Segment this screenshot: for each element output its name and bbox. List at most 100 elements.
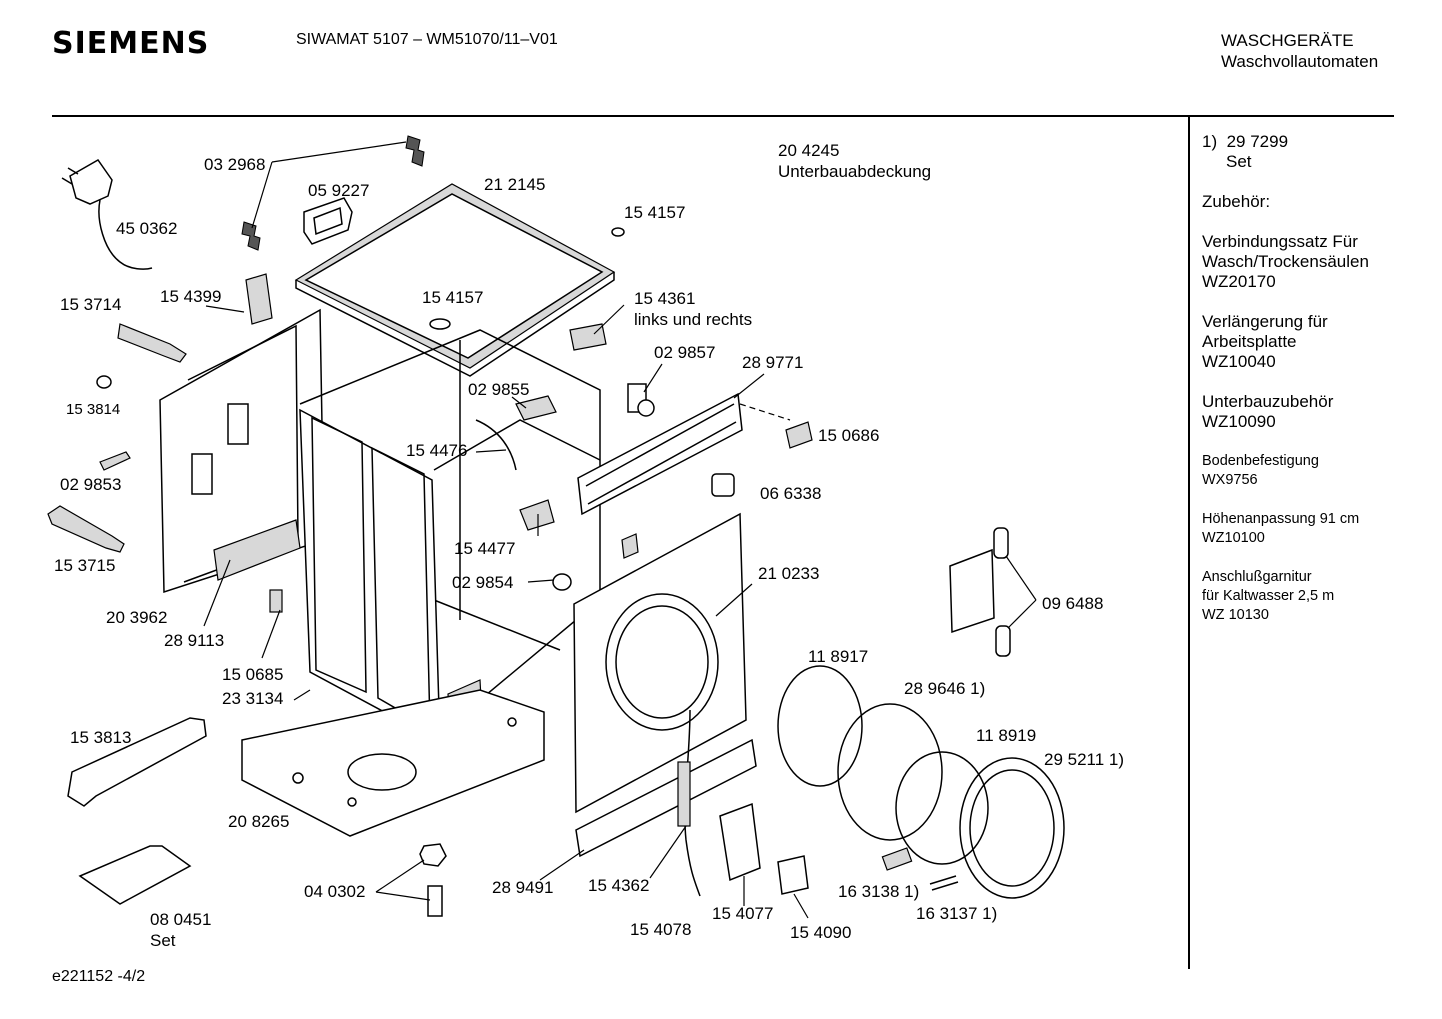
foot-pin-part [993, 527, 1009, 559]
document-id: e221152 -4/2 [52, 968, 146, 985]
part-label: 02 9857 [654, 343, 715, 362]
part-label: 05 9227 [308, 181, 369, 200]
accessory-item: Verlängerung für Arbeitsplatte WZ10040 [1202, 312, 1417, 372]
accessory-name-2: für Kaltwasser 2,5 m [1202, 588, 1335, 604]
accessory-name: Höhenanpassung 91 cm [1202, 511, 1360, 527]
part-label: links und rechts [634, 310, 752, 329]
power-plug-part [61, 159, 153, 270]
part-label: 15 4399 [160, 287, 221, 306]
accessory-code: WX9756 [1202, 472, 1258, 488]
clip-part [785, 421, 813, 449]
header-divider [52, 115, 1394, 117]
spring-cable-part [684, 709, 701, 897]
part-label: 03 2968 [204, 155, 265, 174]
foot-pin-part [995, 625, 1011, 657]
part-label: 23 3134 [222, 689, 283, 708]
plug-part [429, 318, 451, 330]
handle-part [303, 197, 353, 245]
sidebar-divider [1188, 117, 1190, 969]
part-label: 16 3138 1) [838, 882, 919, 901]
part-label: Set [150, 931, 176, 950]
clip-part [621, 533, 639, 559]
footnote-number: 1) [1202, 132, 1218, 151]
part-label: 02 9854 [452, 573, 513, 592]
subcategory-title: Waschvollautomaten [1221, 52, 1379, 71]
grommet-part [711, 473, 735, 497]
part-label: 04 0302 [304, 882, 365, 901]
accessory-name-2: Arbeitsplatte [1202, 332, 1297, 351]
nut-part [419, 843, 447, 867]
accessory-name: Bodenbefestigung [1202, 453, 1319, 469]
hinge-part [99, 451, 131, 471]
top-cover-part [294, 183, 616, 377]
damper-part [677, 761, 691, 827]
part-label: 20 4245 [778, 141, 839, 160]
accessory-name: Verbindungssatz Für [1202, 232, 1358, 251]
part-label: 15 4477 [454, 539, 515, 558]
part-label: 15 4157 [422, 288, 483, 307]
accessory-item: Unterbauzubehör WZ10090 [1202, 392, 1417, 432]
accessory-code: WZ 10130 [1202, 607, 1269, 623]
accessory-code: WZ10040 [1202, 352, 1276, 371]
washer-part [96, 375, 112, 389]
footnote: 1) 29 7299 Set [1202, 132, 1417, 172]
part-label: 08 0451 [150, 910, 211, 929]
brand-logo: SIEMENS [52, 26, 210, 61]
part-label: 15 3714 [60, 295, 121, 314]
part-label: 28 9771 [742, 353, 803, 372]
model-title: SIWAMAT 5107 – WM51070/11–V01 [296, 31, 558, 48]
part-label: 15 4362 [588, 876, 649, 895]
bolt-part [427, 885, 443, 917]
door-glass-part [895, 751, 989, 865]
accessory-code: WZ10090 [1202, 412, 1276, 431]
part-label: 15 0686 [818, 426, 879, 445]
front-panel-part [573, 512, 747, 814]
wrench-part [67, 717, 207, 807]
inlet-hose-part [117, 323, 187, 363]
footnote-part: 29 7299 [1226, 132, 1289, 151]
part-label: 15 3813 [70, 728, 131, 747]
part-label: Unterbauabdeckung [778, 162, 931, 181]
part-label: 28 9646 1) [904, 679, 985, 698]
accessory-item: Höhenanpassung 91 cm WZ10100 [1202, 510, 1417, 548]
clip-part [241, 135, 425, 251]
bracket-part [515, 395, 557, 421]
part-label: 02 9855 [468, 380, 529, 399]
accessory-name: Anschlußgarnitur [1202, 569, 1312, 585]
door-outer-ring-part [959, 757, 1065, 899]
accessory-item: Bodenbefestigung WX9756 [1202, 452, 1417, 490]
spacer-plate-part [78, 845, 192, 905]
part-label: 20 3962 [106, 608, 167, 627]
clamp-ring-part [777, 665, 863, 787]
rail-part [577, 392, 743, 516]
part-label: 09 6488 [1042, 594, 1103, 613]
accessory-item: Anschlußgarnitur für Kaltwasser 2,5 m WZ… [1202, 568, 1417, 625]
accessory-name: Verlängerung für [1202, 312, 1328, 331]
accessories-heading: Zubehör: [1202, 192, 1271, 211]
part-label: 21 2145 [484, 175, 545, 194]
accessory-code: WZ20170 [1202, 272, 1276, 291]
plug-part [611, 227, 625, 237]
latch-part [269, 589, 283, 613]
accessory-name-2: Wasch/Trockensäulen [1202, 252, 1369, 271]
door-handle-part [881, 847, 913, 871]
footnote-set: Set [1226, 152, 1252, 171]
part-label: 21 0233 [758, 564, 819, 583]
nut-part [552, 573, 572, 591]
side-panel-part [159, 308, 325, 594]
part-label: 15 3715 [54, 556, 115, 575]
bracket-part [519, 499, 555, 531]
part-label: 29 5211 1) [1044, 750, 1124, 769]
part-label: 02 9853 [60, 475, 121, 494]
part-label: 16 3137 1) [916, 904, 997, 923]
base-plate-part [241, 689, 545, 837]
accessories-panel: 1) 29 7299 Set Zubehör: Verbindungssatz … [1202, 132, 1417, 645]
part-label: 11 8919 [976, 726, 1036, 745]
exploded-view-diagram: 03 2968 05 9227 21 2145 20 4245 Unterbau… [47, 135, 1124, 950]
kick-strip-part [575, 738, 757, 858]
part-label: 20 8265 [228, 812, 289, 831]
nut-part [637, 399, 655, 417]
cabinet-frame-part [299, 329, 601, 744]
part-label: 15 3814 [66, 401, 120, 418]
part-label: 15 4077 [712, 904, 773, 923]
